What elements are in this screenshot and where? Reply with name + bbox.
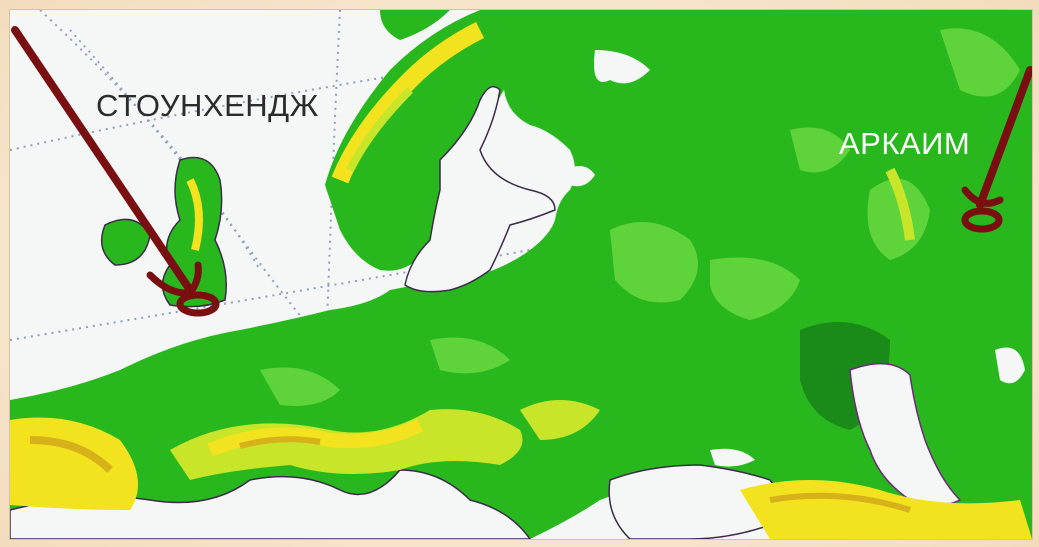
northern-land [380, 10, 450, 40]
aral-sea [995, 347, 1025, 384]
stonehenge-label: СТОУНХЕНДЖ [96, 88, 319, 123]
baltic-sea [404, 85, 556, 293]
southern-mountains [10, 400, 1032, 539]
arkaim-marker [961, 66, 1032, 233]
mediterranean [10, 469, 531, 539]
white-sea [594, 50, 650, 84]
map-canvas [10, 10, 1032, 539]
stonehenge-marker [11, 26, 220, 317]
sea-of-azov [710, 448, 755, 467]
arkaim-label: АРКАИМ [839, 126, 971, 161]
caspian-sea [849, 362, 962, 506]
europe-relief-map: СТОУНХЕНДЖ АРКАИМ [9, 9, 1033, 540]
continent [10, 10, 1032, 539]
lake-ladoga [565, 166, 595, 187]
